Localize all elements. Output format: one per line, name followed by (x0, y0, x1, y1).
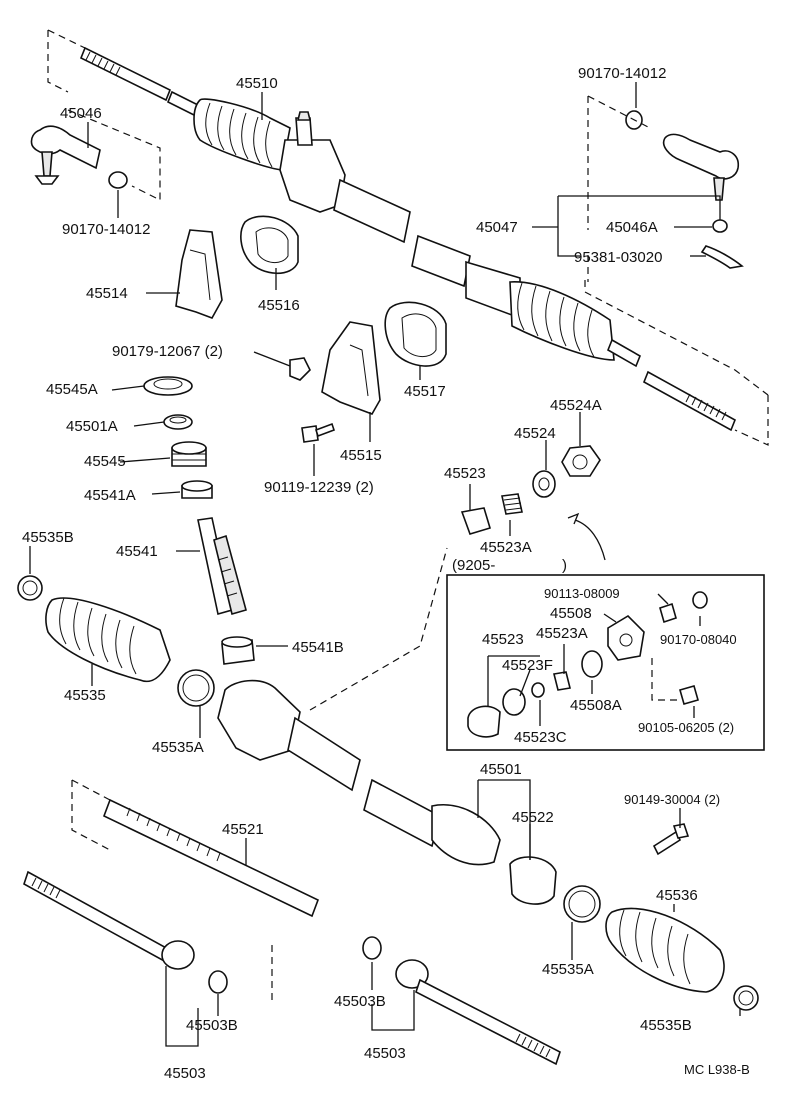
label-45523F: 45523F (502, 657, 553, 674)
bearing-45501A (163, 414, 193, 430)
label-45541: 45541 (116, 543, 158, 560)
label-9205: (9205- (452, 557, 495, 574)
label-45515: 45515 (340, 447, 382, 464)
label-95381-03020: 95381-03020 (574, 249, 662, 266)
part-number-labels: 45510 45046 90170-14012 90170-14012 4504… (22, 65, 750, 1082)
boot-45535 (45, 597, 171, 683)
label-45523-top: 45523 (444, 465, 486, 482)
label-90170-14012-left: 90170-14012 (62, 221, 150, 238)
rack-housing-assembly-45510 (47, 29, 769, 446)
clip-45535B-right (733, 985, 759, 1011)
label-45545: 45545 (84, 453, 126, 470)
label-45508A: 45508A (570, 697, 622, 714)
locknut-45524A (561, 445, 601, 477)
label-45516: 45516 (258, 297, 300, 314)
arrow-curve (574, 519, 606, 561)
tie-rod-end-left-45046 (30, 109, 161, 201)
label-45536: 45536 (656, 887, 698, 904)
bearing-45541A (181, 480, 213, 499)
grommet-45516 (240, 215, 299, 274)
clamp-bracket-45514 (175, 229, 223, 319)
label-45541B: 45541B (292, 639, 344, 656)
label-45501: 45501 (480, 761, 522, 778)
bolt-90149-30004 (652, 823, 690, 856)
adjusting-screw-45524 (532, 470, 556, 498)
label-45541A: 45541A (84, 487, 136, 504)
label-45517: 45517 (404, 383, 446, 400)
bolt-90119-12239 (301, 422, 336, 443)
arrow-head (567, 512, 580, 525)
clamp-45535A-left (177, 669, 215, 707)
inner-tie-rod-left-45503 (23, 870, 228, 994)
label-45545A: 45545A (46, 381, 98, 398)
label-45503B-right: 45503B (334, 993, 386, 1010)
band-45541B (221, 636, 255, 665)
tie-rod-end-right-45047 (587, 95, 744, 282)
bearing-45545 (171, 441, 207, 467)
label-45535B-right: 45535B (640, 1017, 692, 1034)
locknut-45545A (143, 376, 193, 396)
reference-code: MC L938-B (684, 1062, 750, 1077)
label-45535A-right: 45535A (542, 961, 594, 978)
label-45535A-left: 45535A (152, 739, 204, 756)
label-45521: 45521 (222, 821, 264, 838)
label-45523A-top: 45523A (480, 539, 532, 556)
label-90170-08040: 90170-08040 (660, 632, 737, 647)
label-45047: 45047 (476, 219, 518, 236)
label-45046: 45046 (60, 105, 102, 122)
pinion-shaft-45541 (197, 517, 247, 616)
label-45503-left: 45503 (164, 1065, 206, 1082)
label-90113-08009: 90113-08009 (544, 586, 620, 601)
clamp-45535A-right (563, 885, 601, 923)
label-45523-box: 45523 (482, 631, 524, 648)
label-90119-12239: 90119-12239 (2) (264, 479, 374, 496)
label-45523A-box: 45523A (536, 625, 588, 642)
label-45510: 45510 (236, 75, 278, 92)
label-45522: 45522 (512, 809, 554, 826)
grommet-45517 (384, 301, 447, 367)
label-45535B-left: 45535B (22, 529, 74, 546)
label-90170-14012-right: 90170-14012 (578, 65, 666, 82)
leader-lines (29, 82, 741, 1047)
boot-45536 (605, 907, 725, 993)
label-45501A: 45501A (66, 418, 118, 435)
label-90149-30004: 90149-30004 (2) (624, 792, 720, 807)
rack-guide-45523-top (460, 507, 491, 535)
label-90179-12067: 90179-12067 (2) (112, 343, 223, 360)
label-90105-06205: 90105-06205 (2) (638, 720, 734, 735)
clamp-bracket-45515 (321, 321, 381, 415)
clip-45535B-left (17, 575, 43, 601)
rack-housing-45501 (217, 547, 501, 866)
rack-45521 (71, 779, 320, 1005)
label-45524A: 45524A (550, 397, 602, 414)
label-45524: 45524 (514, 425, 556, 442)
inner-tie-rod-right-45503 (362, 936, 561, 1066)
label-45514: 45514 (86, 285, 128, 302)
label-45523C: 45523C (514, 729, 567, 746)
spring-45523A-top (501, 493, 523, 515)
housing-cap-45522 (509, 856, 557, 905)
label-45535: 45535 (64, 687, 106, 704)
label-45046A: 45046A (606, 219, 658, 236)
label-45508: 45508 (550, 605, 592, 622)
label-45503B-left: 45503B (186, 1017, 238, 1034)
bolt-90179-12067 (289, 357, 311, 381)
label-9205-close: ) (562, 557, 567, 574)
label-45503-right: 45503 (364, 1045, 406, 1062)
